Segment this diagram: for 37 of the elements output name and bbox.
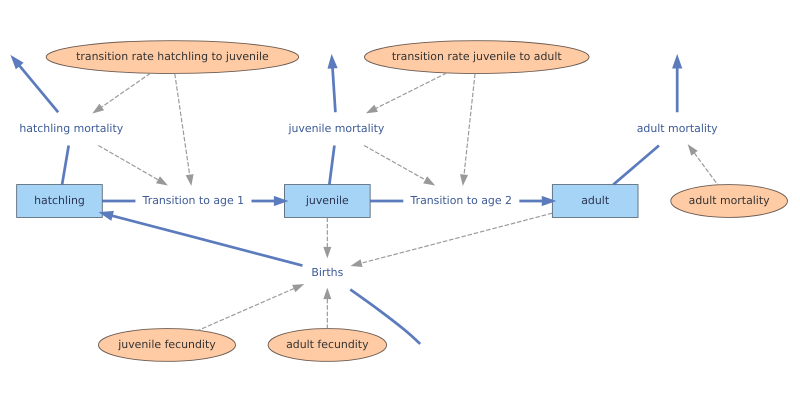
arrow — [519, 196, 556, 206]
arrow — [688, 144, 718, 186]
arrow — [251, 196, 288, 206]
arrow — [366, 72, 447, 114]
arrow — [92, 72, 151, 114]
node-text: juvenile mortality — [288, 122, 384, 135]
node-text: adult mortality — [636, 122, 718, 135]
connector — [612, 144, 660, 186]
arrow — [323, 217, 332, 258]
node-ellipse: adult mortality — [670, 184, 788, 218]
arrow — [460, 74, 476, 186]
connector — [60, 145, 70, 185]
node-ellipse: transition rate hatchling to juvenile — [46, 40, 300, 74]
arrow — [174, 74, 194, 186]
node-ellipse: adult fecundity — [268, 328, 388, 362]
node-box: hatchling — [16, 184, 103, 218]
arrow — [10, 54, 60, 114]
node-box: juvenile — [284, 184, 371, 218]
arrow — [98, 210, 303, 267]
arrow — [98, 145, 168, 186]
arrow — [198, 284, 304, 331]
node-text: Transition to age 2 — [410, 194, 512, 207]
arrow — [672, 54, 682, 112]
node-ellipse: juvenile fecundity — [98, 328, 236, 362]
connector — [370, 200, 404, 202]
node-text: Births — [311, 266, 344, 279]
node-ellipse: transition rate juvenile to adult — [364, 40, 590, 74]
connector — [350, 288, 422, 345]
node-box: adult — [552, 184, 638, 218]
connector — [102, 200, 136, 202]
node-text: Transition to age 1 — [142, 194, 244, 207]
arrow — [327, 54, 338, 112]
arrow — [323, 288, 332, 329]
arrow — [350, 212, 552, 267]
connector — [328, 145, 336, 185]
arrow — [364, 144, 436, 186]
node-text: hatchling mortality — [19, 122, 124, 135]
